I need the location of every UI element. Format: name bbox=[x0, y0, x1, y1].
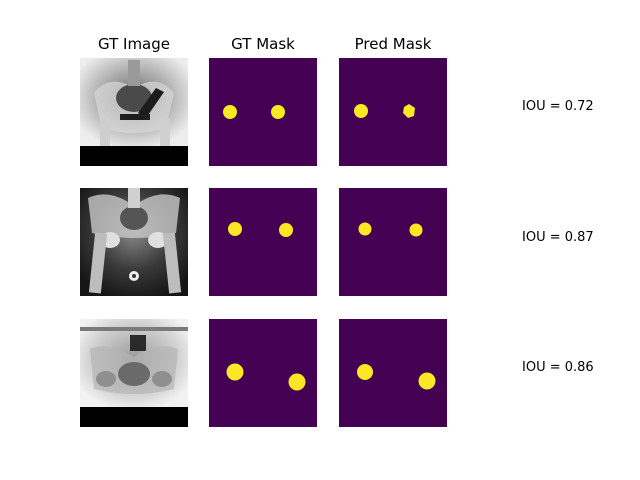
mask-blob bbox=[357, 364, 373, 380]
pred-mask-row-2 bbox=[339, 188, 447, 296]
gt-image-row-1 bbox=[80, 58, 188, 166]
mask-blob bbox=[409, 223, 423, 237]
gt-mask-row-1 bbox=[209, 58, 317, 166]
mask-blob bbox=[226, 363, 244, 381]
gt-mask-row-3 bbox=[209, 319, 317, 427]
column-title-gt-image: GT Image bbox=[98, 35, 170, 53]
pred-mask-row-3 bbox=[339, 319, 447, 427]
iou-label-row-3: IOU = 0.86 bbox=[522, 360, 594, 375]
column-title-gt-mask: GT Mask bbox=[231, 35, 295, 53]
gt-mask-row-2 bbox=[209, 188, 317, 296]
mask-blob bbox=[223, 105, 237, 119]
mask-blob bbox=[418, 372, 436, 390]
gt-image-row-2 bbox=[80, 188, 188, 296]
mask-blob bbox=[403, 104, 415, 118]
mask-blob bbox=[228, 222, 242, 236]
pred-mask-row-1 bbox=[339, 58, 447, 166]
iou-label-row-1: IOU = 0.72 bbox=[522, 99, 594, 114]
column-title-pred-mask: Pred Mask bbox=[354, 35, 432, 53]
gt-image-row-3 bbox=[80, 319, 188, 427]
mask-blob bbox=[271, 105, 285, 119]
mask-blob bbox=[288, 373, 306, 391]
mask-blob bbox=[354, 104, 368, 118]
mask-blob bbox=[358, 222, 372, 236]
iou-label-row-2: IOU = 0.87 bbox=[522, 230, 594, 245]
mask-blob bbox=[279, 223, 293, 237]
